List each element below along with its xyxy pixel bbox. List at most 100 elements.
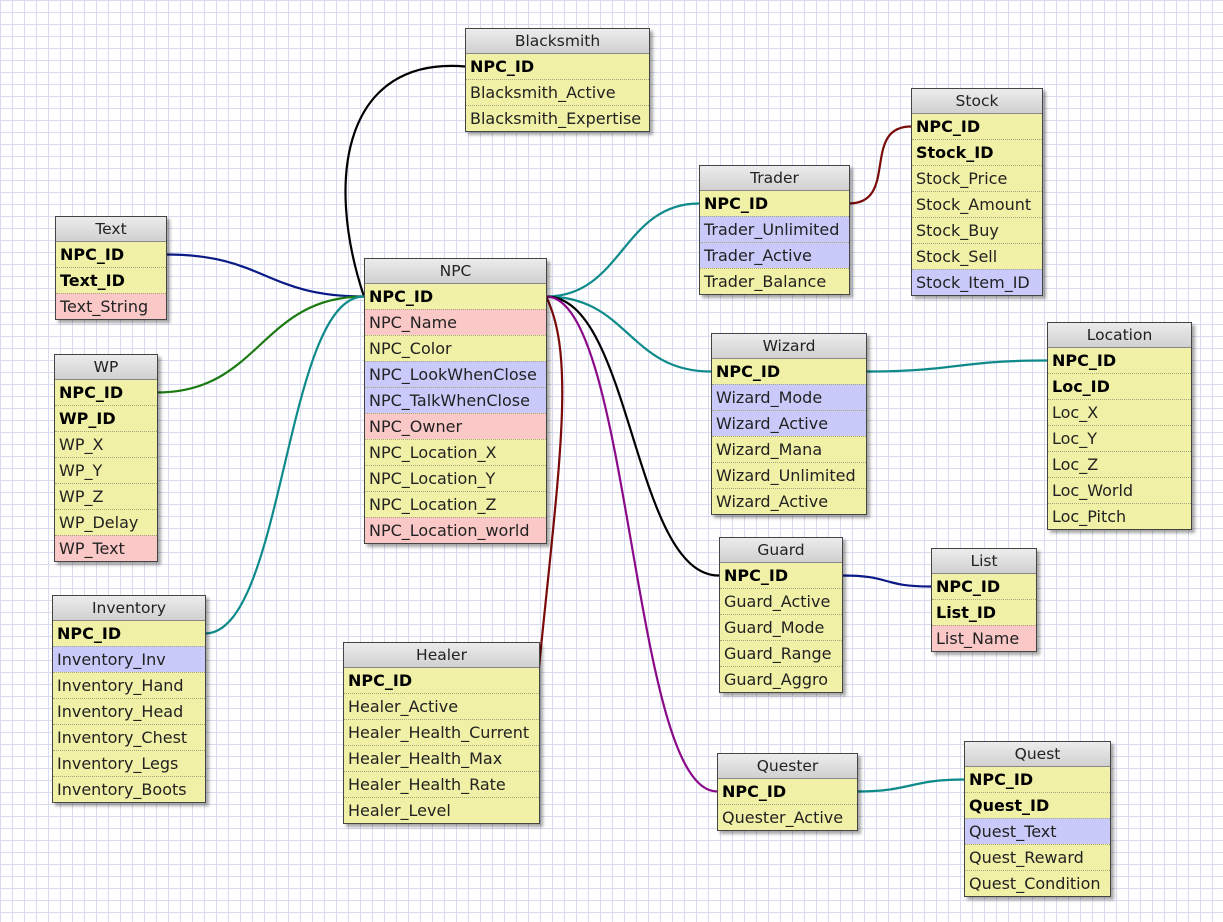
table-title[interactable]: Inventory	[53, 596, 205, 621]
field[interactable]: Quester_Active	[718, 804, 857, 830]
field[interactable]: Blacksmith_Expertise	[466, 105, 649, 131]
field[interactable]: Healer_Health_Rate	[344, 771, 539, 797]
table-title[interactable]: Stock	[912, 89, 1042, 114]
table-title[interactable]: Text	[56, 217, 166, 242]
field[interactable]: Guard_Aggro	[720, 666, 842, 692]
table-title[interactable]: Wizard	[712, 334, 866, 359]
field[interactable]: Inventory_Legs	[53, 750, 205, 776]
table-title[interactable]: Quest	[965, 742, 1110, 767]
field[interactable]: NPC_Owner	[365, 413, 546, 439]
field[interactable]: Trader_Balance	[700, 268, 849, 294]
field[interactable]: Healer_Health_Max	[344, 745, 539, 771]
key-field[interactable]: NPC_ID	[56, 242, 166, 267]
table-title[interactable]: Location	[1048, 323, 1191, 348]
field[interactable]: Loc_World	[1048, 477, 1191, 503]
field[interactable]: Guard_Mode	[720, 614, 842, 640]
field[interactable]: Stock_Item_ID	[912, 269, 1042, 295]
key-field[interactable]: NPC_ID	[55, 380, 157, 405]
field[interactable]: NPC_Color	[365, 335, 546, 361]
field[interactable]: Quest_Reward	[965, 844, 1110, 870]
key-field[interactable]: Quest_ID	[965, 792, 1110, 818]
key-field[interactable]: NPC_ID	[466, 54, 649, 79]
key-field[interactable]: NPC_ID	[1048, 348, 1191, 373]
key-field[interactable]: NPC_ID	[53, 621, 205, 646]
field[interactable]: Guard_Active	[720, 588, 842, 614]
field[interactable]: NPC_LookWhenClose	[365, 361, 546, 387]
key-field[interactable]: NPC_ID	[700, 191, 849, 216]
field[interactable]: NPC_Location_X	[365, 439, 546, 465]
field[interactable]: Quest_Condition	[965, 870, 1110, 896]
key-field[interactable]: NPC_ID	[912, 114, 1042, 139]
table-title[interactable]: Quester	[718, 754, 857, 779]
key-field[interactable]: NPC_ID	[365, 284, 546, 309]
key-field[interactable]: NPC_ID	[718, 779, 857, 804]
field[interactable]: Text_String	[56, 293, 166, 319]
field[interactable]: Inventory_Head	[53, 698, 205, 724]
field[interactable]: Stock_Amount	[912, 191, 1042, 217]
field[interactable]: WP_Text	[55, 535, 157, 561]
field[interactable]: WP_Y	[55, 457, 157, 483]
field[interactable]: Trader_Active	[700, 242, 849, 268]
table-title[interactable]: Healer	[344, 643, 539, 668]
field[interactable]: WP_X	[55, 431, 157, 457]
field[interactable]: Guard_Range	[720, 640, 842, 666]
field[interactable]: Loc_X	[1048, 399, 1191, 425]
field[interactable]: Inventory_Inv	[53, 646, 205, 672]
field[interactable]: Stock_Buy	[912, 217, 1042, 243]
field[interactable]: Quest_Text	[965, 818, 1110, 844]
field[interactable]: Blacksmith_Active	[466, 79, 649, 105]
key-field[interactable]: NPC_ID	[344, 668, 539, 693]
key-field[interactable]: NPC_ID	[932, 574, 1036, 599]
table-title[interactable]: NPC	[365, 259, 546, 284]
field[interactable]: Wizard_Mode	[712, 384, 866, 410]
field[interactable]: Inventory_Hand	[53, 672, 205, 698]
field[interactable]: Healer_Health_Current	[344, 719, 539, 745]
table-title[interactable]: Trader	[700, 166, 849, 191]
field[interactable]: Wizard_Mana	[712, 436, 866, 462]
field[interactable]: WP_Delay	[55, 509, 157, 535]
field[interactable]: NPC_Location_Z	[365, 491, 546, 517]
field[interactable]: WP_Z	[55, 483, 157, 509]
field[interactable]: NPC_Location_world	[365, 517, 546, 543]
key-field[interactable]: NPC_ID	[965, 767, 1110, 792]
key-field[interactable]: Loc_ID	[1048, 373, 1191, 399]
table-title[interactable]: Blacksmith	[466, 29, 649, 54]
field[interactable]: NPC_Location_Y	[365, 465, 546, 491]
table-title[interactable]: Guard	[720, 538, 842, 563]
field[interactable]: Stock_Sell	[912, 243, 1042, 269]
field[interactable]: Loc_Pitch	[1048, 503, 1191, 529]
field[interactable]: Wizard_Unlimited	[712, 462, 866, 488]
field[interactable]: NPC_TalkWhenClose	[365, 387, 546, 413]
field[interactable]: Healer_Level	[344, 797, 539, 823]
key-field[interactable]: NPC_ID	[720, 563, 842, 588]
field[interactable]: NPC_Name	[365, 309, 546, 335]
field[interactable]: Inventory_Chest	[53, 724, 205, 750]
key-field[interactable]: Text_ID	[56, 267, 166, 293]
field[interactable]: Stock_Price	[912, 165, 1042, 191]
field[interactable]: List_Name	[932, 625, 1036, 651]
key-field[interactable]: List_ID	[932, 599, 1036, 625]
key-field[interactable]: WP_ID	[55, 405, 157, 431]
field[interactable]: Wizard_Active	[712, 488, 866, 514]
key-field[interactable]: NPC_ID	[712, 359, 866, 384]
table-title[interactable]: List	[932, 549, 1036, 574]
field[interactable]: Inventory_Boots	[53, 776, 205, 802]
key-field[interactable]: Stock_ID	[912, 139, 1042, 165]
field[interactable]: Wizard_Active	[712, 410, 866, 436]
field[interactable]: Loc_Y	[1048, 425, 1191, 451]
field[interactable]: Healer_Active	[344, 693, 539, 719]
